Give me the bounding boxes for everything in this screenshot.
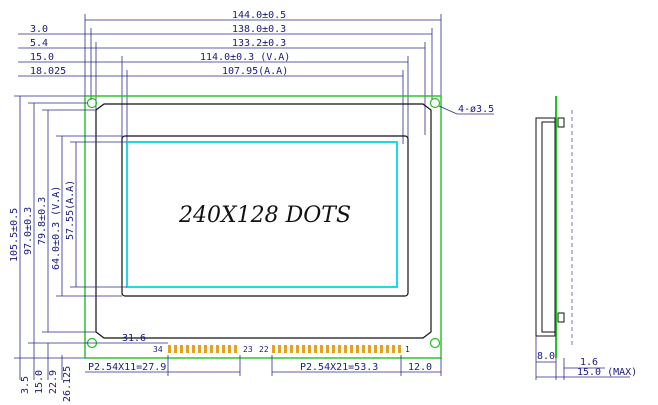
- dim-138: 138.0±0.3: [232, 24, 286, 35]
- dim-bottom-3-5: 3.5: [20, 376, 31, 394]
- dim-12-0: 12.0: [408, 362, 432, 373]
- connector-pins-left: [168, 345, 237, 353]
- side-dim-1-6: 1.6: [580, 357, 598, 368]
- top-dimension-lines: [18, 14, 442, 144]
- bottom-dimension-lines: [19, 343, 442, 380]
- side-view: [535, 96, 630, 380]
- dim-bottom-15-0: 15.0: [34, 370, 45, 394]
- display-label: 240X128 DOTS: [178, 203, 351, 228]
- dim-114-va: 114.0±0.3 (V.A): [200, 52, 290, 63]
- dim-offset-15-0: 15.0: [30, 52, 54, 63]
- pcb-outline: [84, 95, 442, 359]
- pitch-right: P2.54X21=53.3: [300, 362, 378, 373]
- pin-34-label: 34: [153, 345, 163, 354]
- lcd-bezel: [95, 103, 432, 339]
- dim-31-6: 31.6: [122, 333, 146, 344]
- dim-offset-3-0: 3.0: [30, 24, 48, 35]
- mounting-hole-top-left: [86, 97, 98, 109]
- dim-105-5: 105.5±0.5: [9, 208, 20, 262]
- pin-22-label: 22: [259, 345, 269, 354]
- viewing-area: [126, 141, 398, 288]
- side-dim-15-max: 15.0 (MAX): [577, 367, 637, 378]
- lcd-frame: [121, 135, 409, 297]
- mounting-hole-bottom-right: [429, 337, 441, 349]
- pin-23-label: 23: [243, 345, 253, 354]
- connector-pins-right: [272, 345, 401, 353]
- dim-133-2: 133.2±0.3: [232, 38, 286, 49]
- side-dim-8-0: 8.0: [537, 351, 555, 362]
- dim-57-55-aa: 57.55(A.A): [65, 180, 76, 240]
- dim-64-0-va: 64.0±0.3 (V.A): [51, 186, 62, 270]
- dim-144: 144.0±0.5: [232, 10, 286, 21]
- hole-callout: 4-ø3.5: [458, 104, 494, 115]
- dim-107-95-aa: 107.95(A.A): [222, 66, 288, 77]
- dim-offset-18-025: 18.025: [30, 66, 66, 77]
- dim-offset-5-4: 5.4: [30, 38, 48, 49]
- mounting-hole-top-right: [429, 97, 441, 109]
- dim-bottom-22-9: 22.9: [48, 370, 59, 394]
- dim-97-0: 97.0±0.3: [23, 207, 34, 255]
- pin-1-label: 1: [405, 345, 410, 354]
- dim-bottom-26-125: 26.125: [62, 366, 73, 402]
- pitch-left: P2.54X11=27.9: [88, 362, 166, 373]
- dim-79-8: 79.8±0.3: [37, 197, 48, 245]
- vertical-dimension-lines: [14, 95, 127, 359]
